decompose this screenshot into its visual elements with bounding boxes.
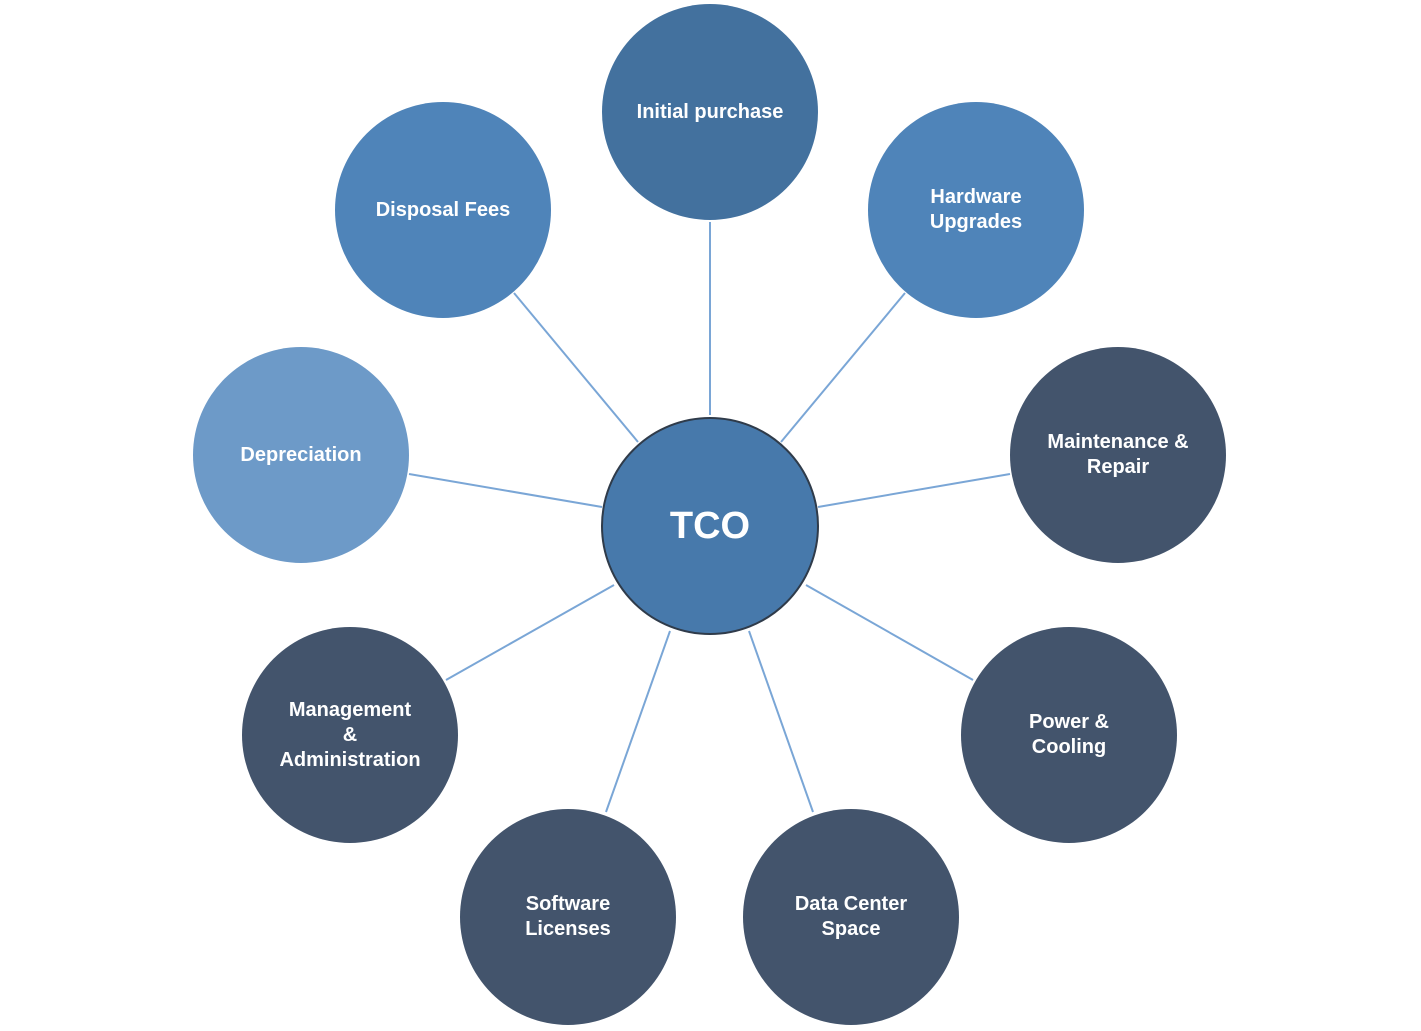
node-label-maintenance-repair: Maintenance & Repair xyxy=(1047,431,1189,478)
node-label-disposal-fees: Disposal Fees xyxy=(375,198,511,221)
node-label-hardware-upgrades: Hardware Upgrades xyxy=(929,186,1023,233)
node-initial-purchase: Initial purchase xyxy=(602,4,818,220)
node-hardware-upgrades: Hardware Upgrades xyxy=(868,102,1084,318)
node-label-initial-purchase: Initial purchase xyxy=(636,100,784,123)
node-label-software-licenses: Software Licenses xyxy=(525,893,611,940)
node-software-licenses: Software Licenses xyxy=(460,809,676,1025)
node-management-administration: Management & Administration xyxy=(242,627,458,843)
node-label-data-center-space: Data Center Space xyxy=(794,893,908,940)
connector-software-licenses xyxy=(605,630,671,813)
connector-disposal-fees xyxy=(513,292,639,443)
connector-management-administration xyxy=(445,584,615,681)
connector-depreciation xyxy=(408,473,603,508)
node-data-center-space: Data Center Space xyxy=(743,809,959,1025)
node-maintenance-repair: Maintenance & Repair xyxy=(1010,347,1226,563)
node-label-management-administration: Management & Administration xyxy=(279,698,421,771)
node-label-depreciation: Depreciation xyxy=(240,443,362,466)
node-disposal-fees: Disposal Fees xyxy=(335,102,551,318)
connector-maintenance-repair xyxy=(817,473,1011,508)
connector-power-cooling xyxy=(805,584,974,681)
node-power-cooling: Power & Cooling xyxy=(961,627,1177,843)
connector-hardware-upgrades xyxy=(780,292,906,443)
connector-data-center-space xyxy=(748,630,814,813)
node-label-power-cooling: Power & Cooling xyxy=(1028,711,1110,758)
center-node-tco: TCO xyxy=(601,417,819,635)
node-depreciation: Depreciation xyxy=(193,347,409,563)
center-label: TCO xyxy=(669,504,751,547)
